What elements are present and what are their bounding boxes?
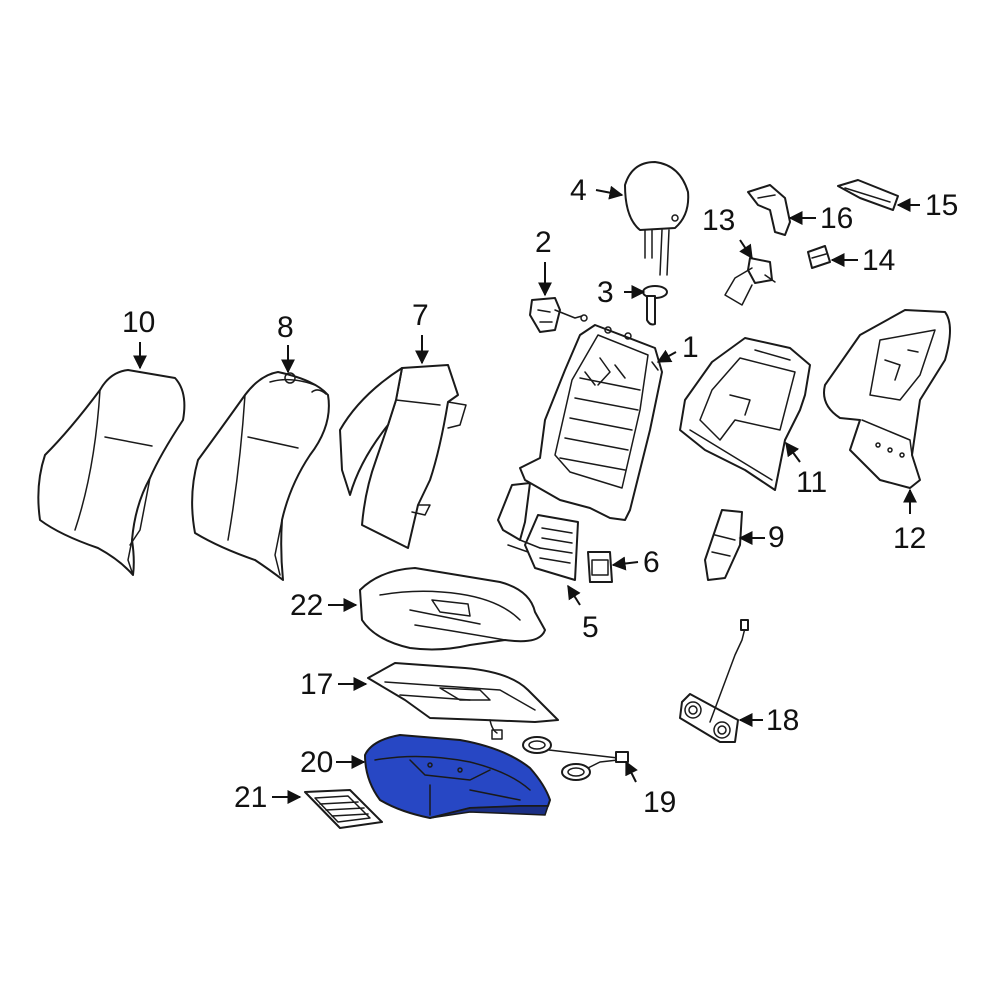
part-3-guide-pin[interactable] <box>642 285 668 326</box>
leader-6 <box>611 556 639 571</box>
part-17-heater-mat[interactable] <box>367 662 559 740</box>
part-1-backrest-frame[interactable] <box>519 324 663 521</box>
callout-labels: 1 2 3 4 5 6 7 8 9 10 11 12 13 14 15 16 1… <box>122 174 958 819</box>
callout-5[interactable]: 5 <box>582 611 599 644</box>
part-20-cushion-pad[interactable] <box>364 734 551 819</box>
leader-4 <box>595 185 624 200</box>
callout-9[interactable]: 9 <box>768 521 785 554</box>
part-8-backrest-cover[interactable] <box>191 371 330 581</box>
callout-17[interactable]: 17 <box>300 668 333 701</box>
part-21-heater-element[interactable] <box>304 789 383 829</box>
callout-19[interactable]: 19 <box>643 786 676 819</box>
callout-1[interactable]: 1 <box>682 331 699 364</box>
part-2-bracket[interactable] <box>529 297 588 333</box>
callout-6[interactable]: 6 <box>643 546 660 579</box>
callout-15[interactable]: 15 <box>925 189 958 222</box>
callout-3[interactable]: 3 <box>597 276 614 309</box>
part-11-backrest-panel[interactable] <box>679 337 811 491</box>
part-10-backrest-cover[interactable] <box>37 369 186 576</box>
callout-22[interactable]: 22 <box>290 589 323 622</box>
callout-21[interactable]: 21 <box>234 781 267 814</box>
part-6-module[interactable] <box>587 551 613 583</box>
leader-5 <box>567 584 581 606</box>
leader-13 <box>739 239 753 260</box>
part-13-wire-harness[interactable] <box>724 257 776 306</box>
callout-2[interactable]: 2 <box>535 226 552 259</box>
part-19-cable[interactable] <box>522 736 629 781</box>
part-5-lumbar-support[interactable] <box>497 482 579 581</box>
callout-18[interactable]: 18 <box>766 704 799 737</box>
part-22-cushion-cover[interactable] <box>359 567 546 651</box>
part-4-headrest[interactable] <box>624 161 690 276</box>
part-9-side-bolster[interactable] <box>704 509 743 581</box>
part-12-rear-panel[interactable] <box>823 309 951 489</box>
callout-20[interactable]: 20 <box>300 746 333 779</box>
callout-8[interactable]: 8 <box>277 311 294 344</box>
part-14-clip[interactable] <box>807 245 831 269</box>
part-18-control-unit[interactable] <box>679 619 749 743</box>
leader-1 <box>656 349 677 363</box>
part-20-shading <box>429 805 550 819</box>
part-16-trim-cover[interactable] <box>747 184 791 236</box>
callout-16[interactable]: 16 <box>820 202 853 235</box>
callout-10[interactable]: 10 <box>122 306 155 339</box>
callout-14[interactable]: 14 <box>862 244 895 277</box>
callout-4[interactable]: 4 <box>570 174 587 207</box>
callout-13[interactable]: 13 <box>702 204 735 237</box>
leader-11 <box>785 441 801 463</box>
callout-7[interactable]: 7 <box>412 299 429 332</box>
part-7-side-panel[interactable] <box>339 364 467 549</box>
callout-12[interactable]: 12 <box>893 522 926 555</box>
part-15-trim-strip[interactable] <box>837 179 899 211</box>
leader-lines <box>133 185 920 804</box>
callout-11[interactable]: 11 <box>796 466 827 499</box>
leader-19 <box>625 760 638 783</box>
